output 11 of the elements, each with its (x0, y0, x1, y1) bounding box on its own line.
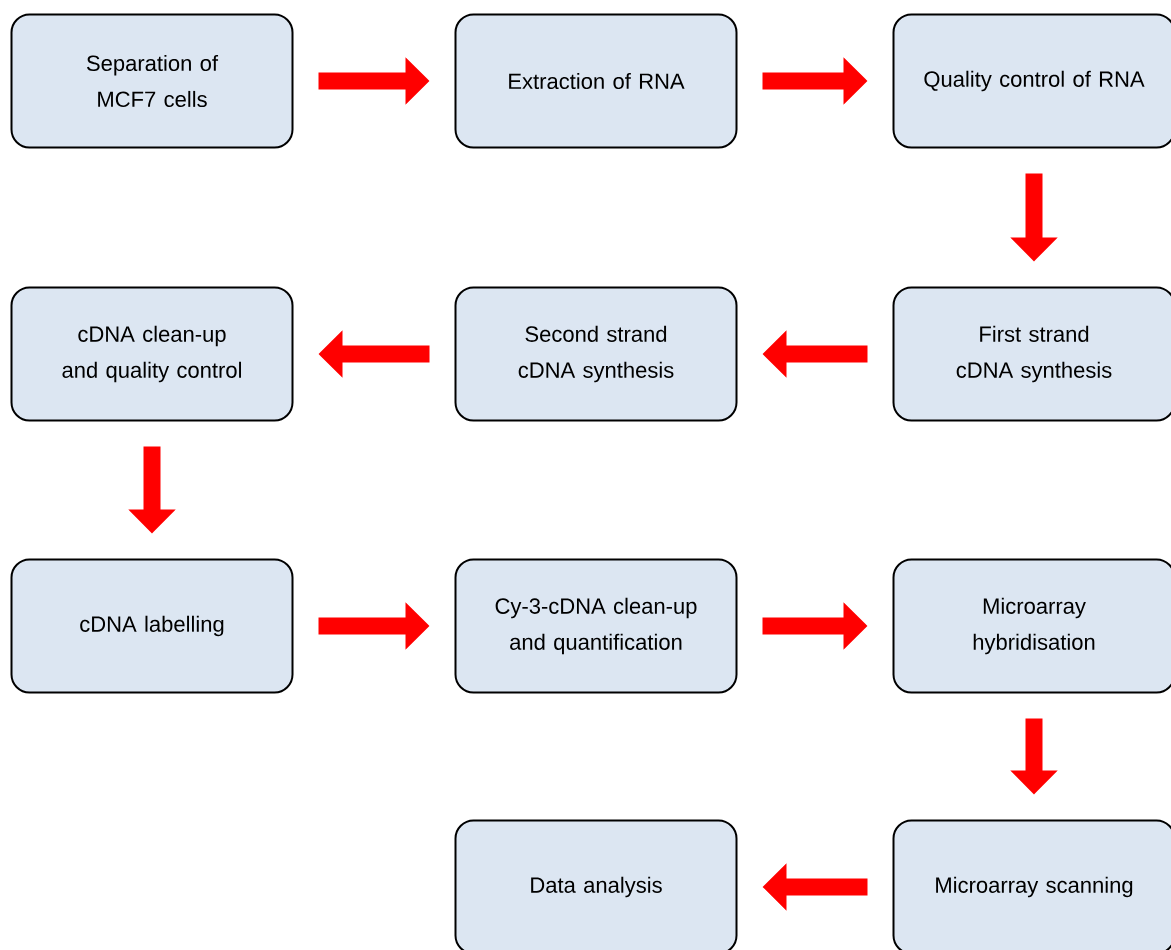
process-box: Cy-3-cDNA clean-up and quantification (454, 558, 738, 694)
process-box: First strand cDNA synthesis (892, 286, 1171, 422)
process-box: Microarray hybridisation (892, 558, 1171, 694)
process-box: cDNA clean-up and quality control (10, 286, 294, 422)
process-box: Second strand cDNA synthesis (454, 286, 738, 422)
process-box: Extraction of RNA (454, 13, 738, 149)
process-box: Microarray scanning (892, 819, 1171, 950)
process-box: Quality control of RNA (892, 13, 1171, 149)
process-box: Data analysis (454, 819, 738, 950)
process-box: cDNA labelling (10, 558, 294, 694)
process-box: Separation of MCF7 cells (10, 13, 294, 149)
